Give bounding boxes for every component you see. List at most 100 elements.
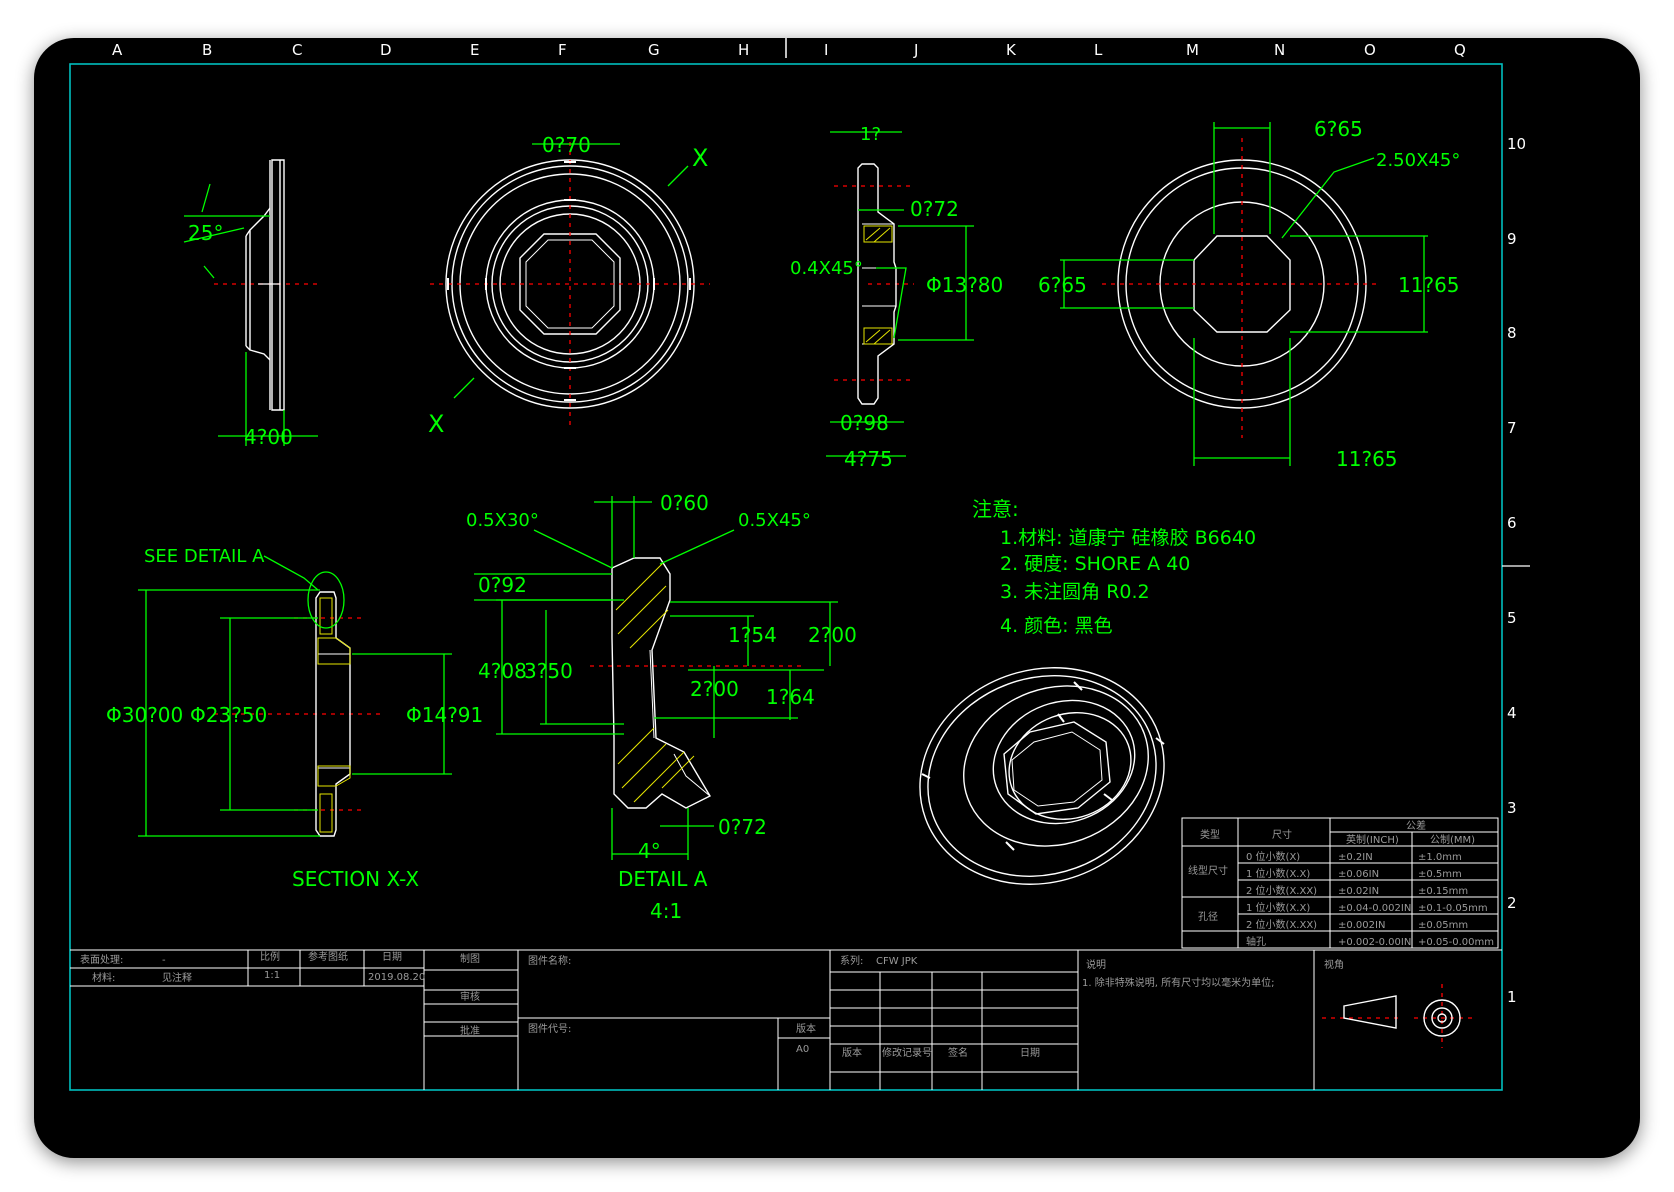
tb-approve: 批准 [460,1024,480,1037]
tol-row-size: 轴孔 [1246,935,1266,948]
detail-chamfer-30: 0.5X30° [466,510,539,531]
note-item-1: 1.材料: 道康宁 硅橡胶 B6640 [1000,527,1256,549]
grid-column-label: J [913,41,918,59]
section-inner-dia: Φ14?91 [406,703,483,727]
section-mark-x-top: X [692,144,708,172]
detail-top-width: 0?60 [660,491,709,515]
tol-row-mm: ±0.1-0.05mm [1418,903,1488,914]
tb-surface-val: - [162,955,166,966]
grid-column-label: F [558,41,567,59]
note-item-3: 3. 未注圆角 R0.2 [1000,581,1150,603]
grid-row-label: 9 [1507,230,1517,248]
detail-scale: 4:1 [650,899,682,923]
tol-header-inch: 英制(INCH) [1346,833,1399,846]
tol-row-size: 1 位小数(X.X) [1246,867,1310,880]
detail-072: 0?72 [718,815,767,839]
notes-block: 注意: 1.材料: 道康宁 硅橡胶 B6640 2. 硬度: SHORE A 4… [972,497,1256,637]
tol-row-size: 0 位小数(X) [1246,850,1300,863]
tb-date: 日期 [382,951,402,963]
detail-408: 4?08 [478,659,527,683]
tb-check: 审核 [460,990,480,1003]
detail-350: 3?50 [524,659,573,683]
front-view: 0?70 X X [428,133,710,438]
tol-row-mm: ±0.5mm [1418,869,1462,880]
rear-bottom-dim: 11?65 [1336,447,1398,471]
tol-group-linear: 线型尺寸 [1188,864,1228,877]
tol-group-hole: 孔径 [1198,910,1218,923]
grid-column-label: C [292,41,302,59]
side-profile-view: 25° 4?00 [183,159,322,449]
profile-dia-dim: Φ13?80 [926,273,1003,297]
tb-version: 版本 [796,1022,816,1035]
tol-row-inch: ±0.04-0.002IN [1338,903,1411,914]
grid-column-label: N [1274,41,1285,59]
tol-header-type: 类型 [1200,828,1220,841]
profile-chamfer-dim: 0.4X45° [790,258,863,279]
tol-header-tol: 公差 [1406,819,1426,832]
isometric-view [919,667,1165,885]
grid-column-label: K [1006,41,1017,59]
drawing-border [69,63,1503,1091]
grid-column-label: L [1094,41,1103,59]
detail-title: DETAIL A [618,867,708,891]
tol-row-inch: ±0.2IN [1338,852,1373,863]
tb-draw: 制图 [460,952,480,965]
tb-explain: 说明 [1086,958,1106,971]
tb-rev-date: 日期 [1020,1047,1040,1059]
tol-row-inch: ±0.02IN [1338,886,1379,897]
tb-signer: 签名 [948,1046,968,1059]
tb-part-name: 图件名称: [528,954,571,967]
see-detail-label: SEE DETAIL A [144,546,265,567]
profile-bottom-dim-2: 4?75 [844,447,893,471]
grid-row-label: 4 [1507,704,1517,722]
grid-row-label: 2 [1507,894,1517,912]
tb-scale: 比例 [260,950,280,963]
grid-column-label: A [112,41,123,59]
tb-series-val: CFW JPK [876,956,918,967]
section-outer-dia: Φ30?00 [106,703,183,727]
tol-header-size: 尺寸 [1272,828,1292,841]
tolerance-table [1181,817,1499,949]
note-item-4: 4. 颜色: 黑色 [1000,615,1113,637]
title-block [70,949,1502,1090]
grid-column-label: B [202,41,212,59]
profile-top-dim: 1? [860,124,881,145]
tol-row-mm: +0.05-0.00mm [1418,937,1494,948]
tb-material: 材料: [92,971,115,984]
tb-explain-text: 1. 除非特殊说明, 所有尺寸均以毫米为单位; [1082,976,1274,989]
grid-column-label: H [738,41,749,59]
rear-right-dim: 11?65 [1398,273,1460,297]
tol-row-mm: ±1.0mm [1418,852,1462,863]
tb-surface: 表面处理: [80,953,123,966]
tol-row-size: 2 位小数(X.XX) [1246,918,1317,931]
section-mark-x-bottom: X [428,410,444,438]
rear-top-dim: 6?65 [1314,117,1363,141]
tb-view: 视角 [1324,958,1344,971]
tb-reference: 参考图纸 [308,950,348,963]
tb-material-val: 见注释 [162,971,192,984]
tb-scale-val: 1:1 [264,970,280,981]
profile-072-dim: 0?72 [910,197,959,221]
detail-154: 1?54 [728,623,777,647]
profile-section-view: 1? 0?72 0.4X45° Φ13?80 0?98 4?75 [790,124,1003,471]
top-dia-dim: 0?70 [542,133,591,157]
tol-row-size: 2 位小数(X.XX) [1246,884,1317,897]
tb-rev-content: 修改记录号 [882,1046,932,1059]
grid-row-label: 10 [1507,135,1526,153]
detail-angle: 4° [638,839,661,863]
note-item-2: 2. 硬度: SHORE A 40 [1000,553,1190,575]
tb-rev: 版本 [842,1046,862,1059]
tol-row-size: 1 位小数(X.X) [1246,901,1310,914]
detail-164: 1?64 [766,685,815,709]
grid-row-label: 8 [1507,324,1517,342]
rear-left-dim: 6?65 [1038,273,1087,297]
grid-column-label: O [1364,41,1376,59]
tol-header-mm: 公制(MM) [1430,833,1475,846]
rear-chamfer-dim: 2.50X45° [1376,150,1460,171]
rear-view: 6?65 2.50X45° 6?65 11?65 11?65 [1038,117,1460,471]
section-mid-dia: Φ23?50 [190,703,267,727]
